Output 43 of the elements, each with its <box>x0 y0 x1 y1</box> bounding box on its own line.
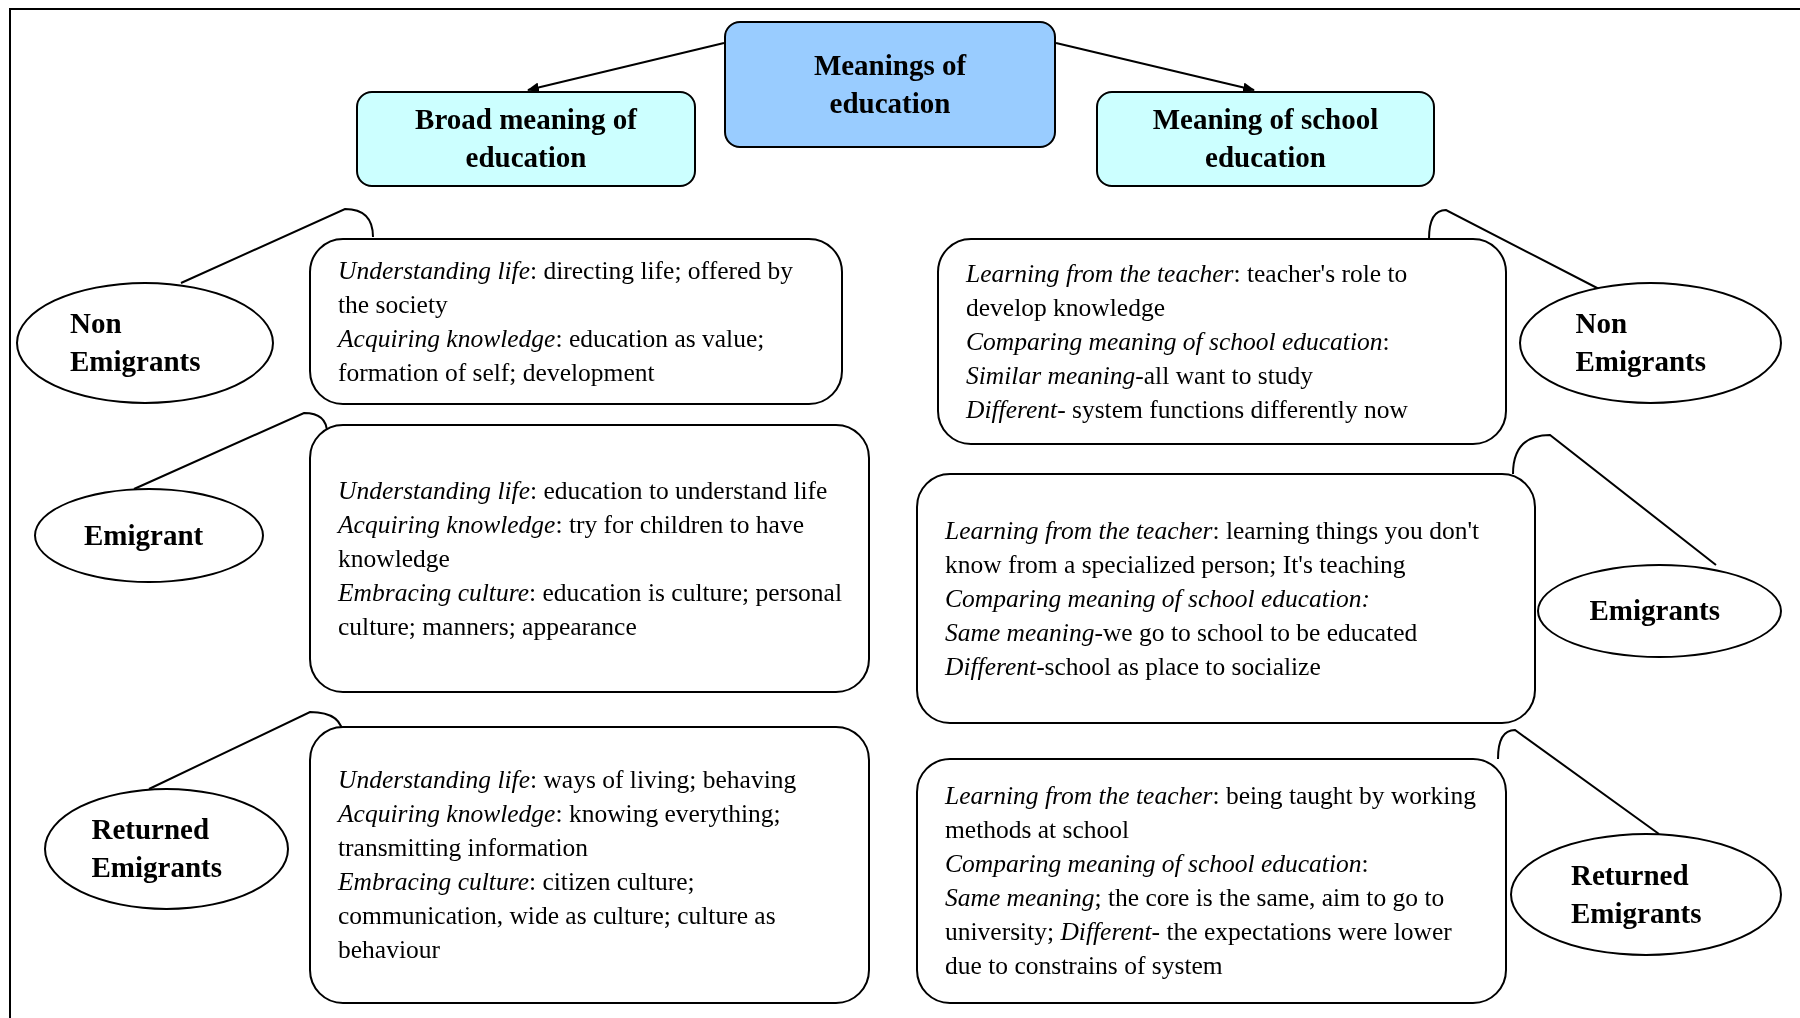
description-box <box>916 473 1536 724</box>
description-text: Learning from the teacher: being taught by working methods at school <box>945 780 1477 846</box>
description-text: Understanding life: education to understand life <box>338 474 829 507</box>
title-text: Meanings of education <box>812 47 968 121</box>
description-text: Learning from the teacher: learning things you don't know from a specialized person; It's teaching <box>945 514 1481 581</box>
description-text: Comparing meaning of school education: <box>945 582 1371 615</box>
description-box <box>916 758 1507 1004</box>
title-text: Non Emigrants <box>70 306 202 379</box>
description-text: Same meaning-we go to school to be educated <box>945 616 1419 649</box>
description-text: Different- system functions differently now <box>966 393 1409 426</box>
title-box <box>356 91 696 187</box>
connector-line <box>148 711 344 790</box>
description-text: Acquiring knowledge: knowing everything; transmitting information <box>338 798 782 864</box>
description-box <box>309 424 870 693</box>
title-box <box>724 21 1056 148</box>
description-text: Same meaning; the core is the same, aim to go to university; Different- the expectations were lower due to constrains of system <box>945 882 1453 982</box>
title-text: Returned Emigrants <box>1571 857 1703 931</box>
title-text: Meaning of school education <box>1151 102 1380 175</box>
description-text: Different-school as place to socialize <box>945 650 1322 683</box>
connector-line <box>1497 729 1660 835</box>
description-text: Embracing culture: education is culture; personal culture; manners; appearance <box>338 576 843 643</box>
description-text: Comparing meaning of school education: <box>945 848 1370 880</box>
description-text: Understanding life: ways of living; behaving <box>338 764 798 796</box>
title-text: Emigrant <box>84 517 205 553</box>
description-text: Acquiring knowledge: education as value; formation of self; development <box>338 322 766 389</box>
connector-line <box>180 208 374 284</box>
description-text: Learning from the teacher: teacher's role to develop knowledge <box>966 257 1409 324</box>
description-text: Understanding life: directing life; offered by the society <box>338 254 794 321</box>
description-box <box>309 238 843 405</box>
description-box <box>937 238 1507 445</box>
title-text: Returned Emigrants <box>91 812 223 885</box>
description-text: Comparing meaning of school education: <box>966 325 1391 358</box>
title-box <box>1096 91 1435 187</box>
title-text: Non Emigrants <box>1575 306 1707 379</box>
arrow <box>527 42 725 93</box>
arrow <box>1055 42 1255 93</box>
title-text: Broad meaning of education <box>414 102 639 175</box>
description-text: Acquiring knowledge: try for children to have knowledge <box>338 508 805 575</box>
description-text: Embracing culture: citizen culture; communication, wide as culture; culture as behaviour <box>338 866 777 966</box>
title-text: Emigrants <box>1589 593 1721 629</box>
description-text: Similar meaning-all want to study <box>966 359 1315 392</box>
connector-line <box>1512 434 1717 566</box>
description-box <box>309 726 870 1004</box>
